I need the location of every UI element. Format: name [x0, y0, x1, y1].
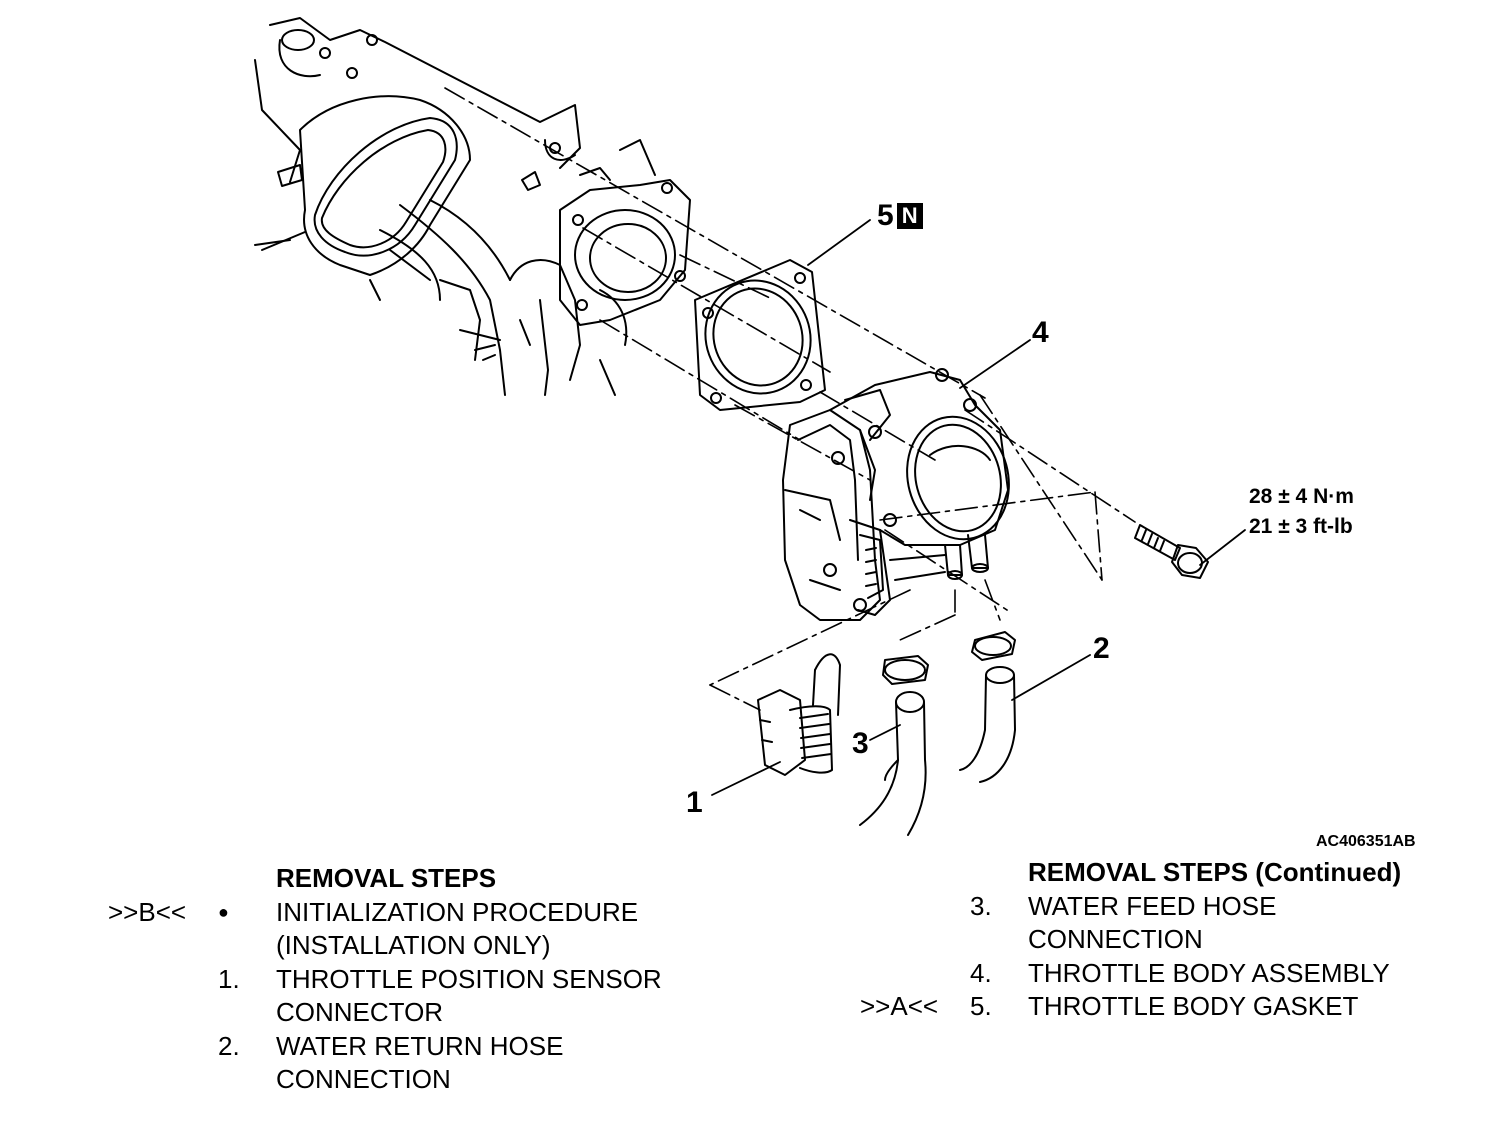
- figure-id: AC406351AB: [1316, 833, 1416, 850]
- step-row: 4. THROTTLE BODY ASSEMBLY: [860, 957, 1401, 991]
- step-reference: [108, 1030, 218, 1064]
- throttle-body-assembly: [783, 369, 1022, 620]
- step-number: [218, 996, 276, 1030]
- removal-steps-left: REMOVAL STEPS >>B<< ● INITIALIZATION PRO…: [108, 862, 662, 1097]
- step-reference: [108, 1063, 218, 1097]
- step-text: CONNECTION: [276, 1064, 451, 1094]
- callout-1: 1: [686, 786, 703, 819]
- alignment-lines: [445, 88, 1135, 710]
- step-row: CONNECTION: [108, 1063, 662, 1097]
- step-text: WATER FEED HOSE: [1028, 890, 1277, 921]
- step-reference: >>A<<: [860, 991, 939, 1021]
- step-row: >>B<< ● INITIALIZATION PROCEDURE: [108, 896, 662, 930]
- step-text: THROTTLE POSITION SENSOR: [276, 963, 662, 994]
- step-text: (INSTALLATION ONLY): [276, 930, 551, 960]
- leader-lines: [712, 220, 1245, 795]
- water-return-hose: [960, 667, 1015, 782]
- step-text: THROTTLE BODY ASSEMBLY: [1028, 957, 1390, 988]
- step-reference: [860, 923, 970, 957]
- step-row: CONNECTOR: [108, 996, 662, 1030]
- step-text: WATER RETURN HOSE: [276, 1030, 564, 1061]
- step-number: 2.: [218, 1030, 240, 1061]
- callout-5-number: 5: [877, 199, 894, 232]
- new-part-badge: N: [896, 203, 923, 229]
- step-row: 3. WATER FEED HOSE: [860, 890, 1401, 924]
- step-row: 2. WATER RETURN HOSE: [108, 1030, 662, 1064]
- step-text: INITIALIZATION PROCEDURE: [276, 896, 639, 927]
- exploded-view-diagram: [0, 0, 1504, 860]
- water-feed-hose: [860, 692, 926, 835]
- step-reference: [108, 996, 218, 1030]
- step-text: CONNECTION: [1028, 924, 1203, 954]
- step-text: CONNECTOR: [276, 997, 444, 1027]
- torque-imperial: 21 ± 3 ft-lb: [1249, 515, 1353, 538]
- step-text: THROTTLE BODY GASKET: [1028, 991, 1359, 1021]
- step-reference: [108, 929, 218, 963]
- step-number: [218, 1063, 276, 1097]
- sensor-connector: [758, 654, 840, 775]
- step-row: (INSTALLATION ONLY): [108, 929, 662, 963]
- removal-steps-heading: REMOVAL STEPS: [276, 863, 497, 893]
- hose-clamps: [883, 632, 1015, 684]
- throttle-body-gasket: [690, 260, 827, 410]
- removal-steps-right: REMOVAL STEPS (Continued) 3. WATER FEED …: [860, 856, 1401, 1024]
- step-number: 4.: [970, 957, 992, 988]
- step-row: >>A<< 5. THROTTLE BODY GASKET: [860, 990, 1401, 1024]
- step-reference: [860, 890, 970, 924]
- step-row: 1. THROTTLE POSITION SENSOR: [108, 963, 662, 997]
- step-number: 3.: [970, 890, 992, 921]
- callout-3: 3: [852, 727, 869, 760]
- removal-steps-continued-heading: REMOVAL STEPS (Continued): [1028, 857, 1402, 887]
- step-number: 5.: [970, 991, 992, 1021]
- callout-2: 2: [1093, 632, 1110, 665]
- step-reference: [108, 963, 218, 997]
- mounting-bolt: [1135, 525, 1208, 578]
- step-number: [970, 923, 1028, 957]
- step-row: CONNECTION: [860, 923, 1401, 957]
- callout-4: 4: [1032, 316, 1049, 349]
- torque-spec: 28 ± 4 N·m 21 ± 3 ft-lb: [1249, 482, 1354, 542]
- step-number: 1.: [218, 963, 240, 994]
- step-reference: >>B<<: [108, 896, 187, 927]
- step-reference: [860, 957, 970, 991]
- step-bullet: ●: [218, 901, 229, 922]
- torque-metric: 28 ± 4 N·m: [1249, 485, 1354, 508]
- step-number: [218, 929, 276, 963]
- intake-manifold: [255, 18, 690, 395]
